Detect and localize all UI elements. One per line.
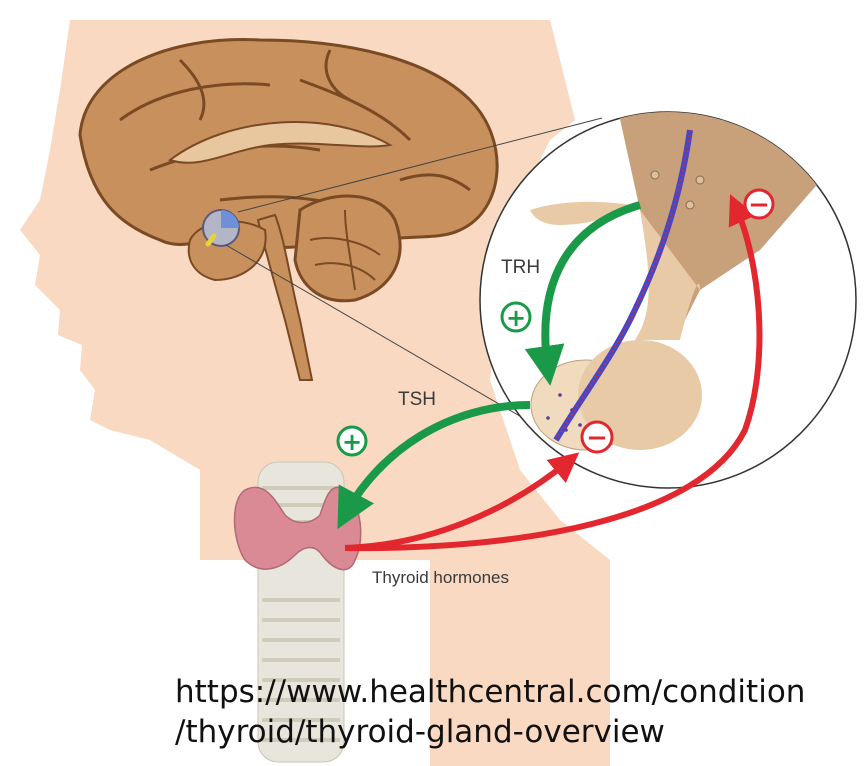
negative-sign-text: − [748, 190, 770, 220]
positive-sign-text: + [506, 304, 526, 332]
source-url-line-1: https://www.healthcentral.com/condition [175, 672, 865, 712]
tsh-positive-sign: + [338, 427, 366, 456]
pituitary-magnified-view [480, 110, 856, 488]
trh-label: TRH [501, 257, 540, 278]
source-url-line-2: /thyroid/thyroid-gland-overview [175, 712, 865, 752]
trh-positive-sign: + [502, 303, 530, 332]
negative-sign-text: − [586, 423, 608, 453]
pituitary-negative-sign: − [582, 422, 612, 453]
hypothalamus-negative-sign: − [745, 190, 773, 220]
positive-sign-text: + [342, 428, 362, 456]
tsh-label: TSH [398, 389, 436, 410]
thyroid-hormones-label: Thyroid hormones [372, 568, 509, 587]
source-url-caption: https://www.healthcentral.com/condition … [175, 672, 865, 752]
